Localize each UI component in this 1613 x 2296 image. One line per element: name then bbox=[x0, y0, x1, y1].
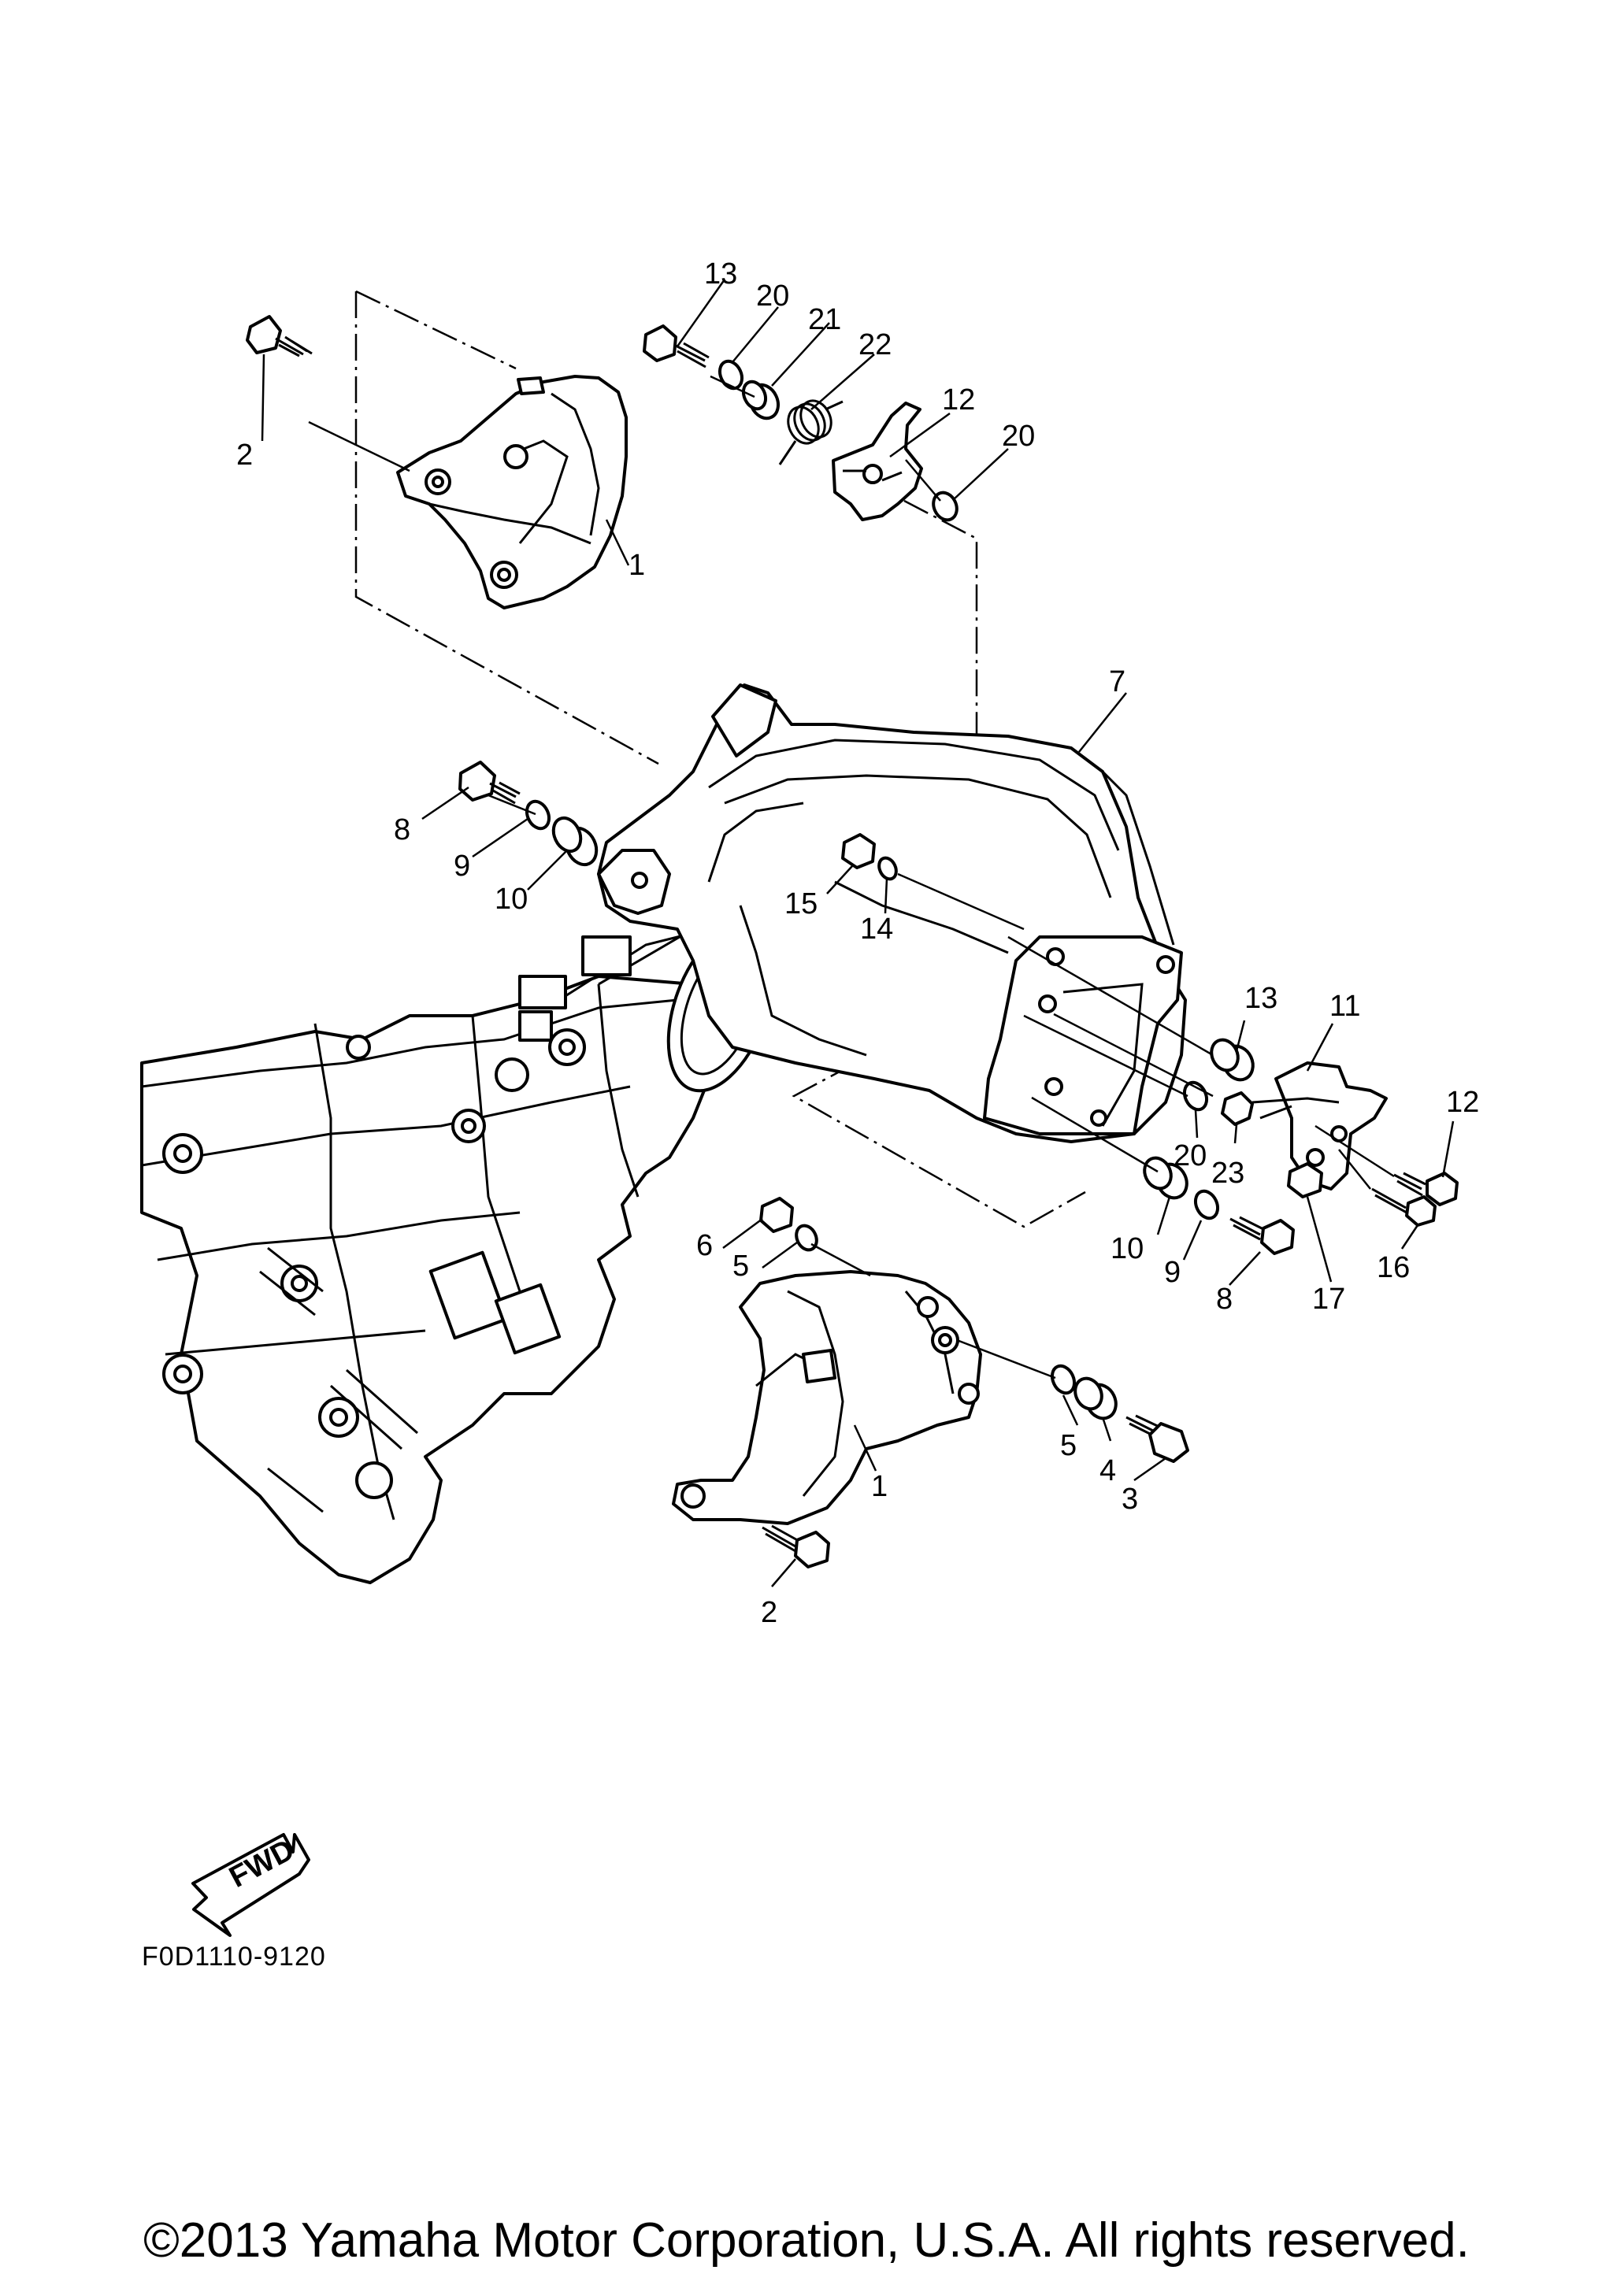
callout-21: 21 bbox=[808, 303, 841, 336]
callout-6: 6 bbox=[696, 1229, 713, 1262]
callout-15: 15 bbox=[784, 887, 818, 920]
callout-7: 7 bbox=[1109, 665, 1125, 698]
callout-1-lower: 1 bbox=[871, 1470, 888, 1503]
collar-4 bbox=[1073, 1376, 1118, 1420]
collar-13 bbox=[1210, 1038, 1255, 1082]
callout-10-left: 10 bbox=[495, 883, 528, 916]
callout-13: 13 bbox=[1244, 982, 1277, 1015]
collar-10-left bbox=[551, 816, 599, 867]
upper-bracket-group-line bbox=[354, 290, 659, 765]
callout-18: 12 bbox=[942, 383, 975, 417]
callout-numbers: 13 20 21 22 12 20 2 1 7 8 9 10 15 14 13 … bbox=[236, 257, 1479, 1629]
callout-11: 11 bbox=[1329, 990, 1360, 1023]
callout-12: 12 bbox=[1446, 1086, 1479, 1119]
washer-14 bbox=[877, 856, 898, 881]
assembly-lines bbox=[308, 375, 1395, 1379]
callout-17: 17 bbox=[1312, 1283, 1345, 1316]
lever-18 bbox=[832, 402, 923, 521]
nut-17 bbox=[1287, 1162, 1323, 1198]
fwd-arrow-icon: FWD bbox=[191, 1833, 310, 1937]
callout-2-lower: 2 bbox=[761, 1596, 777, 1629]
callout-20-top: 20 bbox=[756, 280, 789, 313]
reverse-gate-7 bbox=[597, 683, 1187, 1143]
callout-19: 13 bbox=[704, 257, 737, 291]
callout-3: 3 bbox=[1122, 1483, 1138, 1516]
callout-2-upper: 2 bbox=[236, 439, 253, 472]
callout-8-left: 8 bbox=[394, 813, 410, 846]
callout-14: 14 bbox=[860, 913, 893, 946]
callout-8-right: 8 bbox=[1216, 1283, 1233, 1316]
bolt-3 bbox=[1125, 1414, 1189, 1463]
callout-23: 23 bbox=[1211, 1157, 1244, 1190]
bolt-2-lower bbox=[762, 1524, 830, 1568]
bolt-19 bbox=[643, 324, 710, 368]
washer-20c bbox=[1182, 1080, 1209, 1112]
callout-22: 22 bbox=[858, 328, 892, 361]
callout-20-right: 20 bbox=[1174, 1139, 1207, 1172]
callout-9-right: 9 bbox=[1164, 1256, 1181, 1289]
washer-9-right bbox=[1193, 1189, 1220, 1220]
bracket-11 bbox=[1251, 1061, 1388, 1191]
spring-22 bbox=[778, 399, 844, 465]
washer-9-left bbox=[525, 799, 551, 831]
copyright-notice: ©2013 Yamaha Motor Corporation, U.S.A. A… bbox=[143, 2213, 1470, 2268]
bolt-8-left bbox=[458, 761, 521, 805]
callout-20-lever: 20 bbox=[1002, 420, 1035, 453]
callout-5-lower: 5 bbox=[1060, 1429, 1077, 1462]
callout-4: 4 bbox=[1099, 1454, 1116, 1487]
bolt-2-upper bbox=[246, 315, 313, 357]
nut-15 bbox=[841, 833, 876, 869]
nut-23 bbox=[1221, 1091, 1254, 1126]
bracket-1-lower bbox=[672, 1270, 982, 1525]
callout-9-left: 9 bbox=[454, 850, 470, 883]
callout-5-upper: 5 bbox=[732, 1250, 749, 1283]
nut-6 bbox=[759, 1197, 794, 1233]
collar-21 bbox=[741, 380, 780, 420]
washer-5-upper bbox=[795, 1224, 818, 1252]
bolt-16 bbox=[1371, 1187, 1437, 1227]
bolt-8-right bbox=[1229, 1216, 1295, 1255]
bracket-1-upper bbox=[396, 375, 628, 609]
washer-5-lower bbox=[1050, 1364, 1077, 1395]
collar-10-right bbox=[1143, 1156, 1188, 1200]
callout-leaders bbox=[261, 279, 1455, 1587]
callout-1-upper: 1 bbox=[629, 549, 645, 582]
callout-16: 16 bbox=[1377, 1251, 1410, 1284]
diagram-code: F0D1110-9120 bbox=[142, 1942, 326, 1972]
callout-10-right: 10 bbox=[1111, 1232, 1144, 1265]
